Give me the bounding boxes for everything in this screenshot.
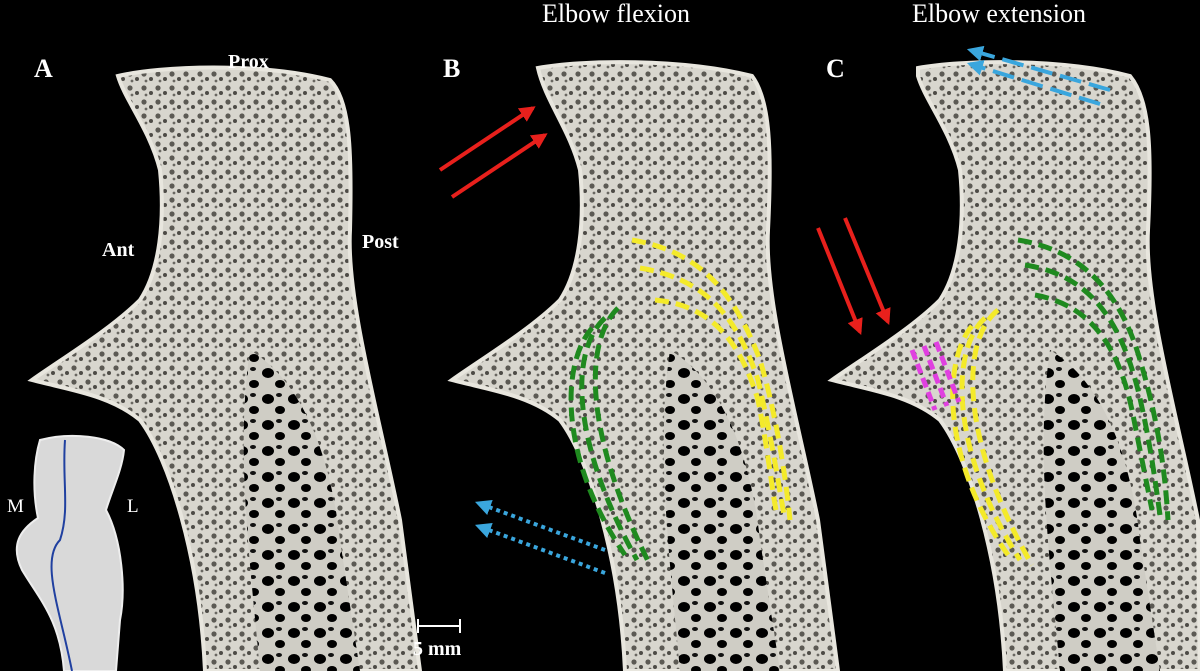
inset-lateral-label: L bbox=[127, 496, 139, 517]
inset-medial-label: M bbox=[7, 496, 24, 517]
panel-b-compression-arrows bbox=[438, 106, 548, 199]
tension-arrow-2 bbox=[474, 522, 606, 575]
orientation-proximal: Prox bbox=[228, 51, 269, 73]
panel-c-label: C bbox=[826, 54, 845, 83]
panel-c-tension-arrows bbox=[966, 45, 1111, 106]
inset-ulna bbox=[15, 434, 126, 671]
panel-c-magenta-trajectories bbox=[909, 341, 962, 411]
panel-b-title: Elbow flexion bbox=[542, 0, 690, 28]
scale-bar-label: 5 mm bbox=[413, 638, 462, 660]
orientation-posterior: Post bbox=[362, 231, 399, 253]
panel-c-title: Elbow extension bbox=[912, 0, 1086, 28]
panel-b-yellow-trajectories bbox=[631, 237, 793, 521]
panel-a-label: A bbox=[34, 54, 53, 83]
tension-arrow-1 bbox=[474, 499, 606, 552]
panel-b-tension-arrows bbox=[474, 499, 606, 575]
tension-arrow-3 bbox=[966, 45, 1111, 92]
panel-b-green-trajectories bbox=[568, 306, 653, 567]
inset-section-line bbox=[50, 439, 73, 671]
panel-c-compression-arrows bbox=[816, 217, 891, 335]
tension-arrow-4 bbox=[966, 60, 1101, 106]
panel-c-green-trajectories bbox=[1017, 237, 1171, 521]
scale-bar bbox=[417, 619, 461, 633]
compression-arrow-3 bbox=[816, 227, 863, 335]
compression-arrow-2 bbox=[450, 133, 548, 199]
panel-c-yellow-trajectories bbox=[950, 308, 1035, 567]
orientation-anterior: Ant bbox=[102, 239, 135, 261]
compression-arrow-1 bbox=[438, 106, 536, 172]
compression-arrow-4 bbox=[843, 217, 891, 325]
panel-b-label: B bbox=[443, 54, 460, 83]
panel-a-bone bbox=[27, 65, 423, 671]
